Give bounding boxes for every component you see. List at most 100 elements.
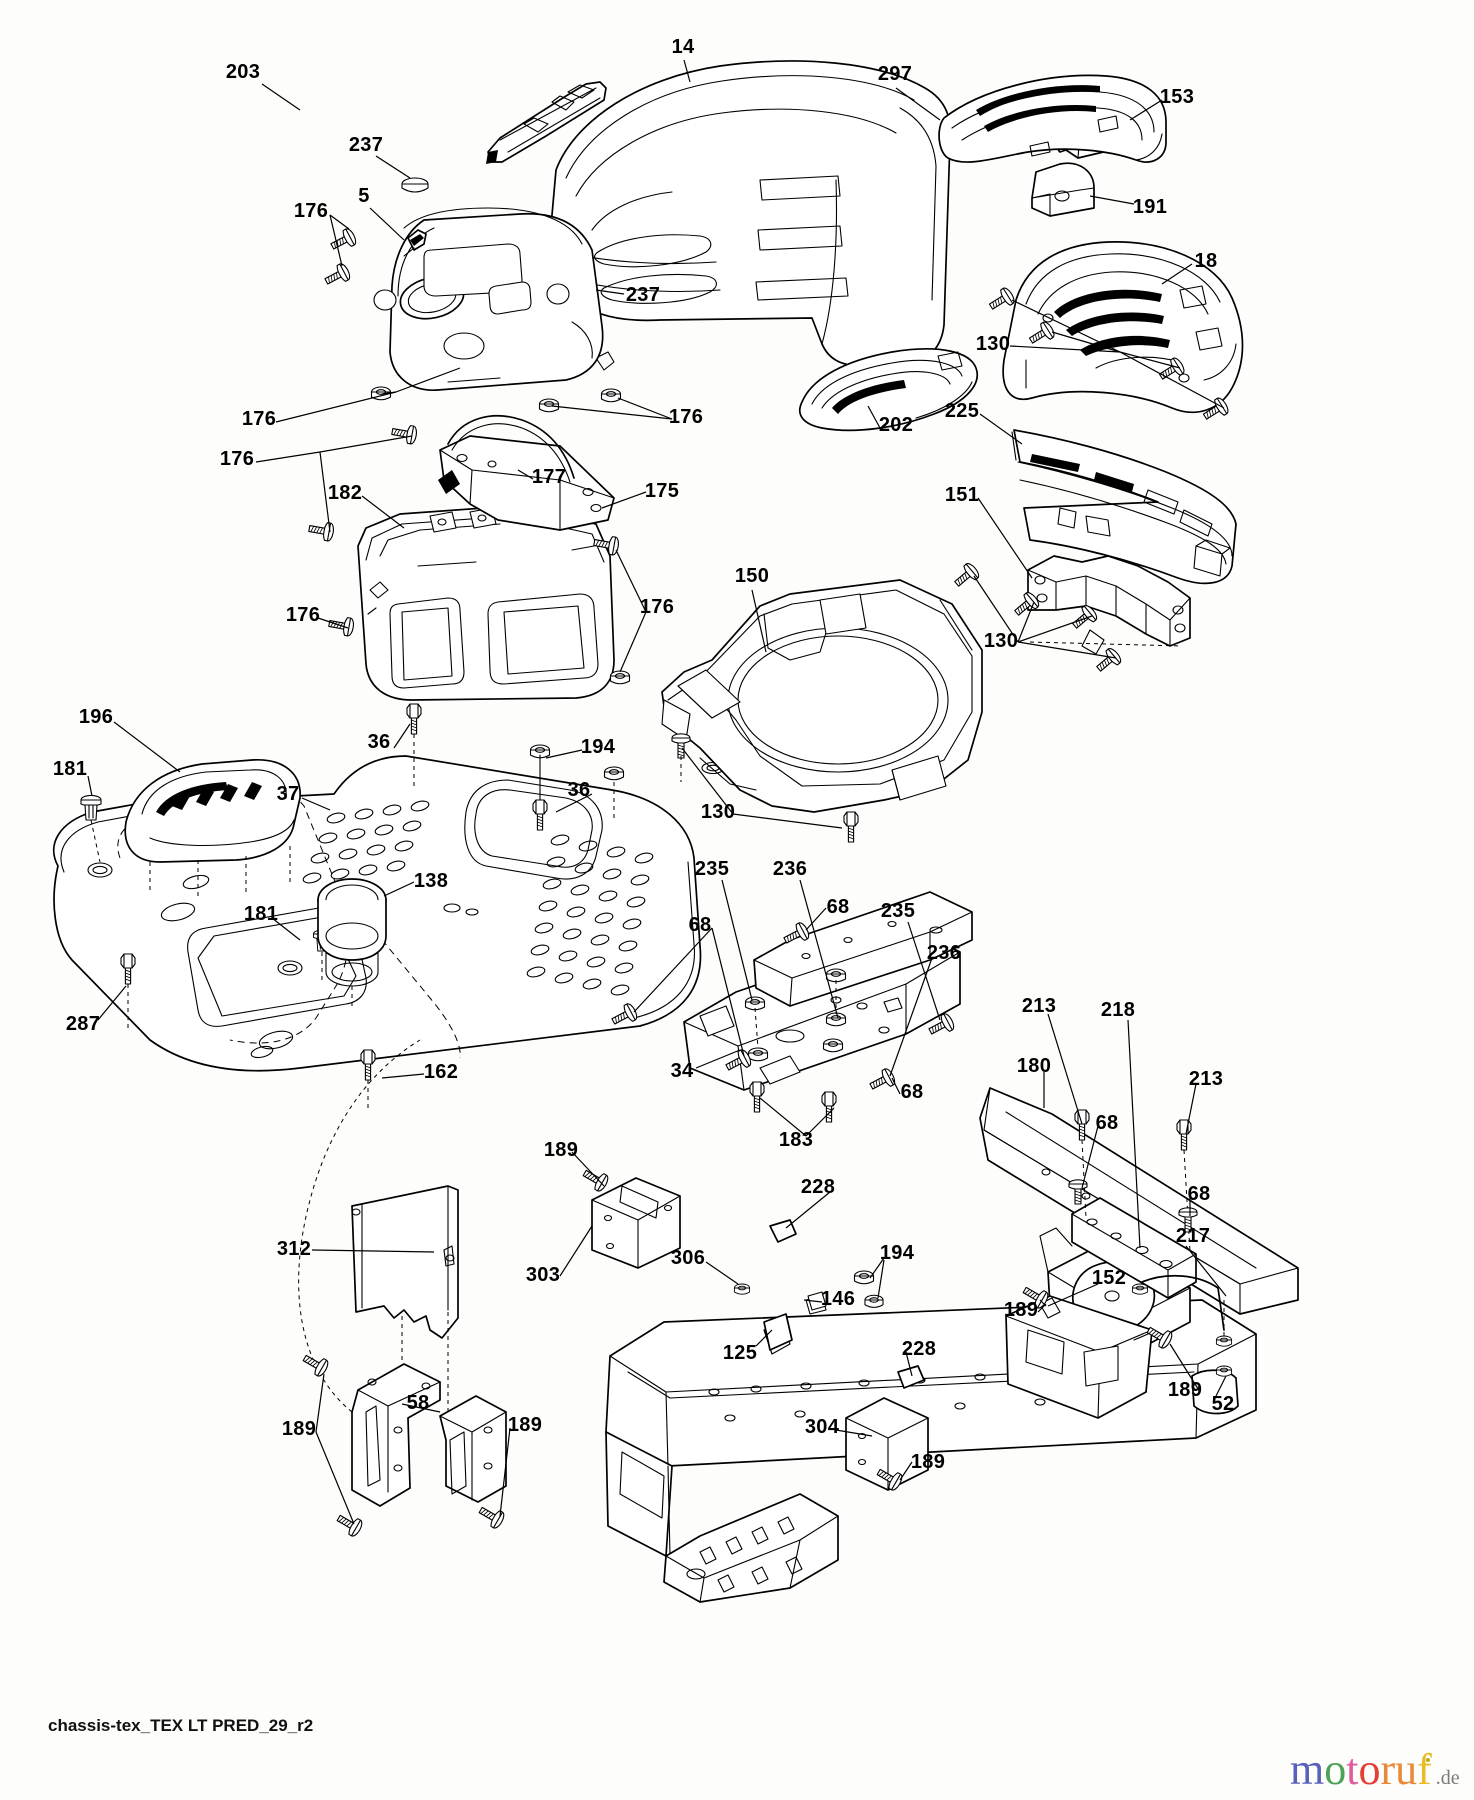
part-150-shroud [661, 579, 983, 813]
callout-176: 176 [639, 596, 675, 618]
callout-146: 146 [820, 1288, 856, 1310]
part-225-rear-skirt [1011, 429, 1237, 585]
callout-189: 189 [1167, 1379, 1203, 1401]
callout-68: 68 [1095, 1112, 1119, 1134]
callout-34: 34 [670, 1060, 694, 1082]
callout-130: 130 [983, 630, 1019, 652]
callout-130: 130 [700, 801, 736, 823]
watermark-letter: o [1358, 1745, 1381, 1794]
watermark-letter: o [1324, 1745, 1347, 1794]
part-153-grille-strip [938, 74, 1167, 163]
callout-287: 287 [65, 1013, 101, 1035]
part-14-hood [550, 60, 952, 371]
callout-183: 183 [778, 1129, 814, 1151]
callout-36: 36 [567, 779, 591, 801]
part-125-tab [763, 1313, 793, 1351]
callout-312: 312 [276, 1238, 312, 1260]
callout-228: 228 [800, 1176, 836, 1198]
part-217-rod [1131, 1274, 1233, 1377]
callout-180: 180 [1016, 1055, 1052, 1077]
part-181-clip-a [80, 794, 102, 863]
part-196-footrest-pad [124, 759, 301, 896]
callout-228: 228 [901, 1338, 937, 1360]
callout-303: 303 [525, 1264, 561, 1286]
callout-58: 58 [406, 1392, 430, 1414]
callout-68: 68 [826, 896, 850, 918]
callout-236: 236 [772, 858, 808, 880]
part-191-block [1031, 162, 1095, 217]
callout-152: 152 [1091, 1267, 1127, 1289]
hardware-68-235-236 [608, 920, 957, 1123]
callout-14: 14 [671, 36, 695, 58]
part-151-bracket [1027, 555, 1191, 655]
watermark-letter: t [1346, 1745, 1359, 1794]
callout-182: 182 [327, 482, 363, 504]
part-228-pin-b [897, 1365, 925, 1389]
callout-189: 189 [507, 1414, 543, 1436]
hardware-36-194 [406, 703, 625, 831]
callout-37: 37 [276, 783, 300, 805]
callout-153: 153 [1159, 86, 1195, 108]
motoruf-watermark: motoruf.de [1290, 1748, 1460, 1800]
callout-138: 138 [413, 870, 449, 892]
callout-235: 235 [694, 858, 730, 880]
watermark-letter: r [1380, 1745, 1396, 1794]
callout-189: 189 [543, 1139, 579, 1161]
part-304-shield [845, 1397, 929, 1493]
callout-176: 176 [293, 200, 329, 222]
leader-lines [87, 59, 1227, 1525]
callout-194: 194 [879, 1242, 915, 1264]
callout-189: 189 [910, 1451, 946, 1473]
callout-52: 52 [1211, 1393, 1235, 1415]
callout-202: 202 [878, 414, 914, 436]
part-303-shield [579, 1164, 681, 1269]
callout-235: 235 [880, 900, 916, 922]
watermark-letter: m [1290, 1745, 1325, 1794]
callout-175: 175 [644, 480, 680, 502]
callout-304: 304 [804, 1416, 840, 1438]
callout-130: 130 [975, 333, 1011, 355]
callout-181: 181 [243, 903, 279, 925]
callout-162: 162 [423, 1061, 459, 1083]
part-138-filler-neck [317, 878, 387, 1010]
callout-213: 213 [1021, 995, 1057, 1017]
callout-194: 194 [580, 736, 616, 758]
callout-203: 203 [225, 61, 261, 83]
callout-306: 306 [670, 1247, 706, 1269]
callout-176: 176 [285, 604, 321, 626]
part-175-plate [438, 415, 615, 531]
callout-189: 189 [281, 1418, 317, 1440]
part-58-bracket [298, 1039, 507, 1507]
callout-236: 236 [926, 942, 962, 964]
callout-177: 177 [531, 466, 567, 488]
callout-151: 151 [944, 484, 980, 506]
part-181-clip-b [313, 929, 331, 984]
callout-217: 217 [1175, 1225, 1211, 1247]
callout-68: 68 [1187, 1183, 1211, 1205]
part-237-plug-a [401, 177, 429, 193]
part-180-frame [605, 1087, 1299, 1603]
callout-68: 68 [900, 1081, 924, 1103]
watermark-letter: f [1417, 1745, 1432, 1794]
callout-297: 297 [877, 63, 913, 85]
hardware-130-group-b [950, 560, 1183, 677]
callout-125: 125 [722, 1342, 758, 1364]
callout-237: 237 [625, 284, 661, 306]
watermark-letter: u [1395, 1745, 1418, 1794]
callout-150: 150 [734, 565, 770, 587]
callout-181: 181 [52, 758, 88, 780]
callout-213: 213 [1188, 1068, 1224, 1090]
part-5-dash-panel [373, 207, 604, 391]
part-182-lower-dash [357, 505, 615, 701]
part-202-side-trim [798, 348, 979, 432]
callout-176: 176 [241, 408, 277, 430]
callout-176: 176 [668, 406, 704, 428]
callout-176: 176 [219, 448, 255, 470]
callout-225: 225 [944, 400, 980, 422]
part-218-bracket-bar [1068, 1109, 1198, 1299]
callout-68: 68 [688, 914, 712, 936]
callout-237: 237 [348, 134, 384, 156]
callout-5: 5 [358, 185, 370, 207]
